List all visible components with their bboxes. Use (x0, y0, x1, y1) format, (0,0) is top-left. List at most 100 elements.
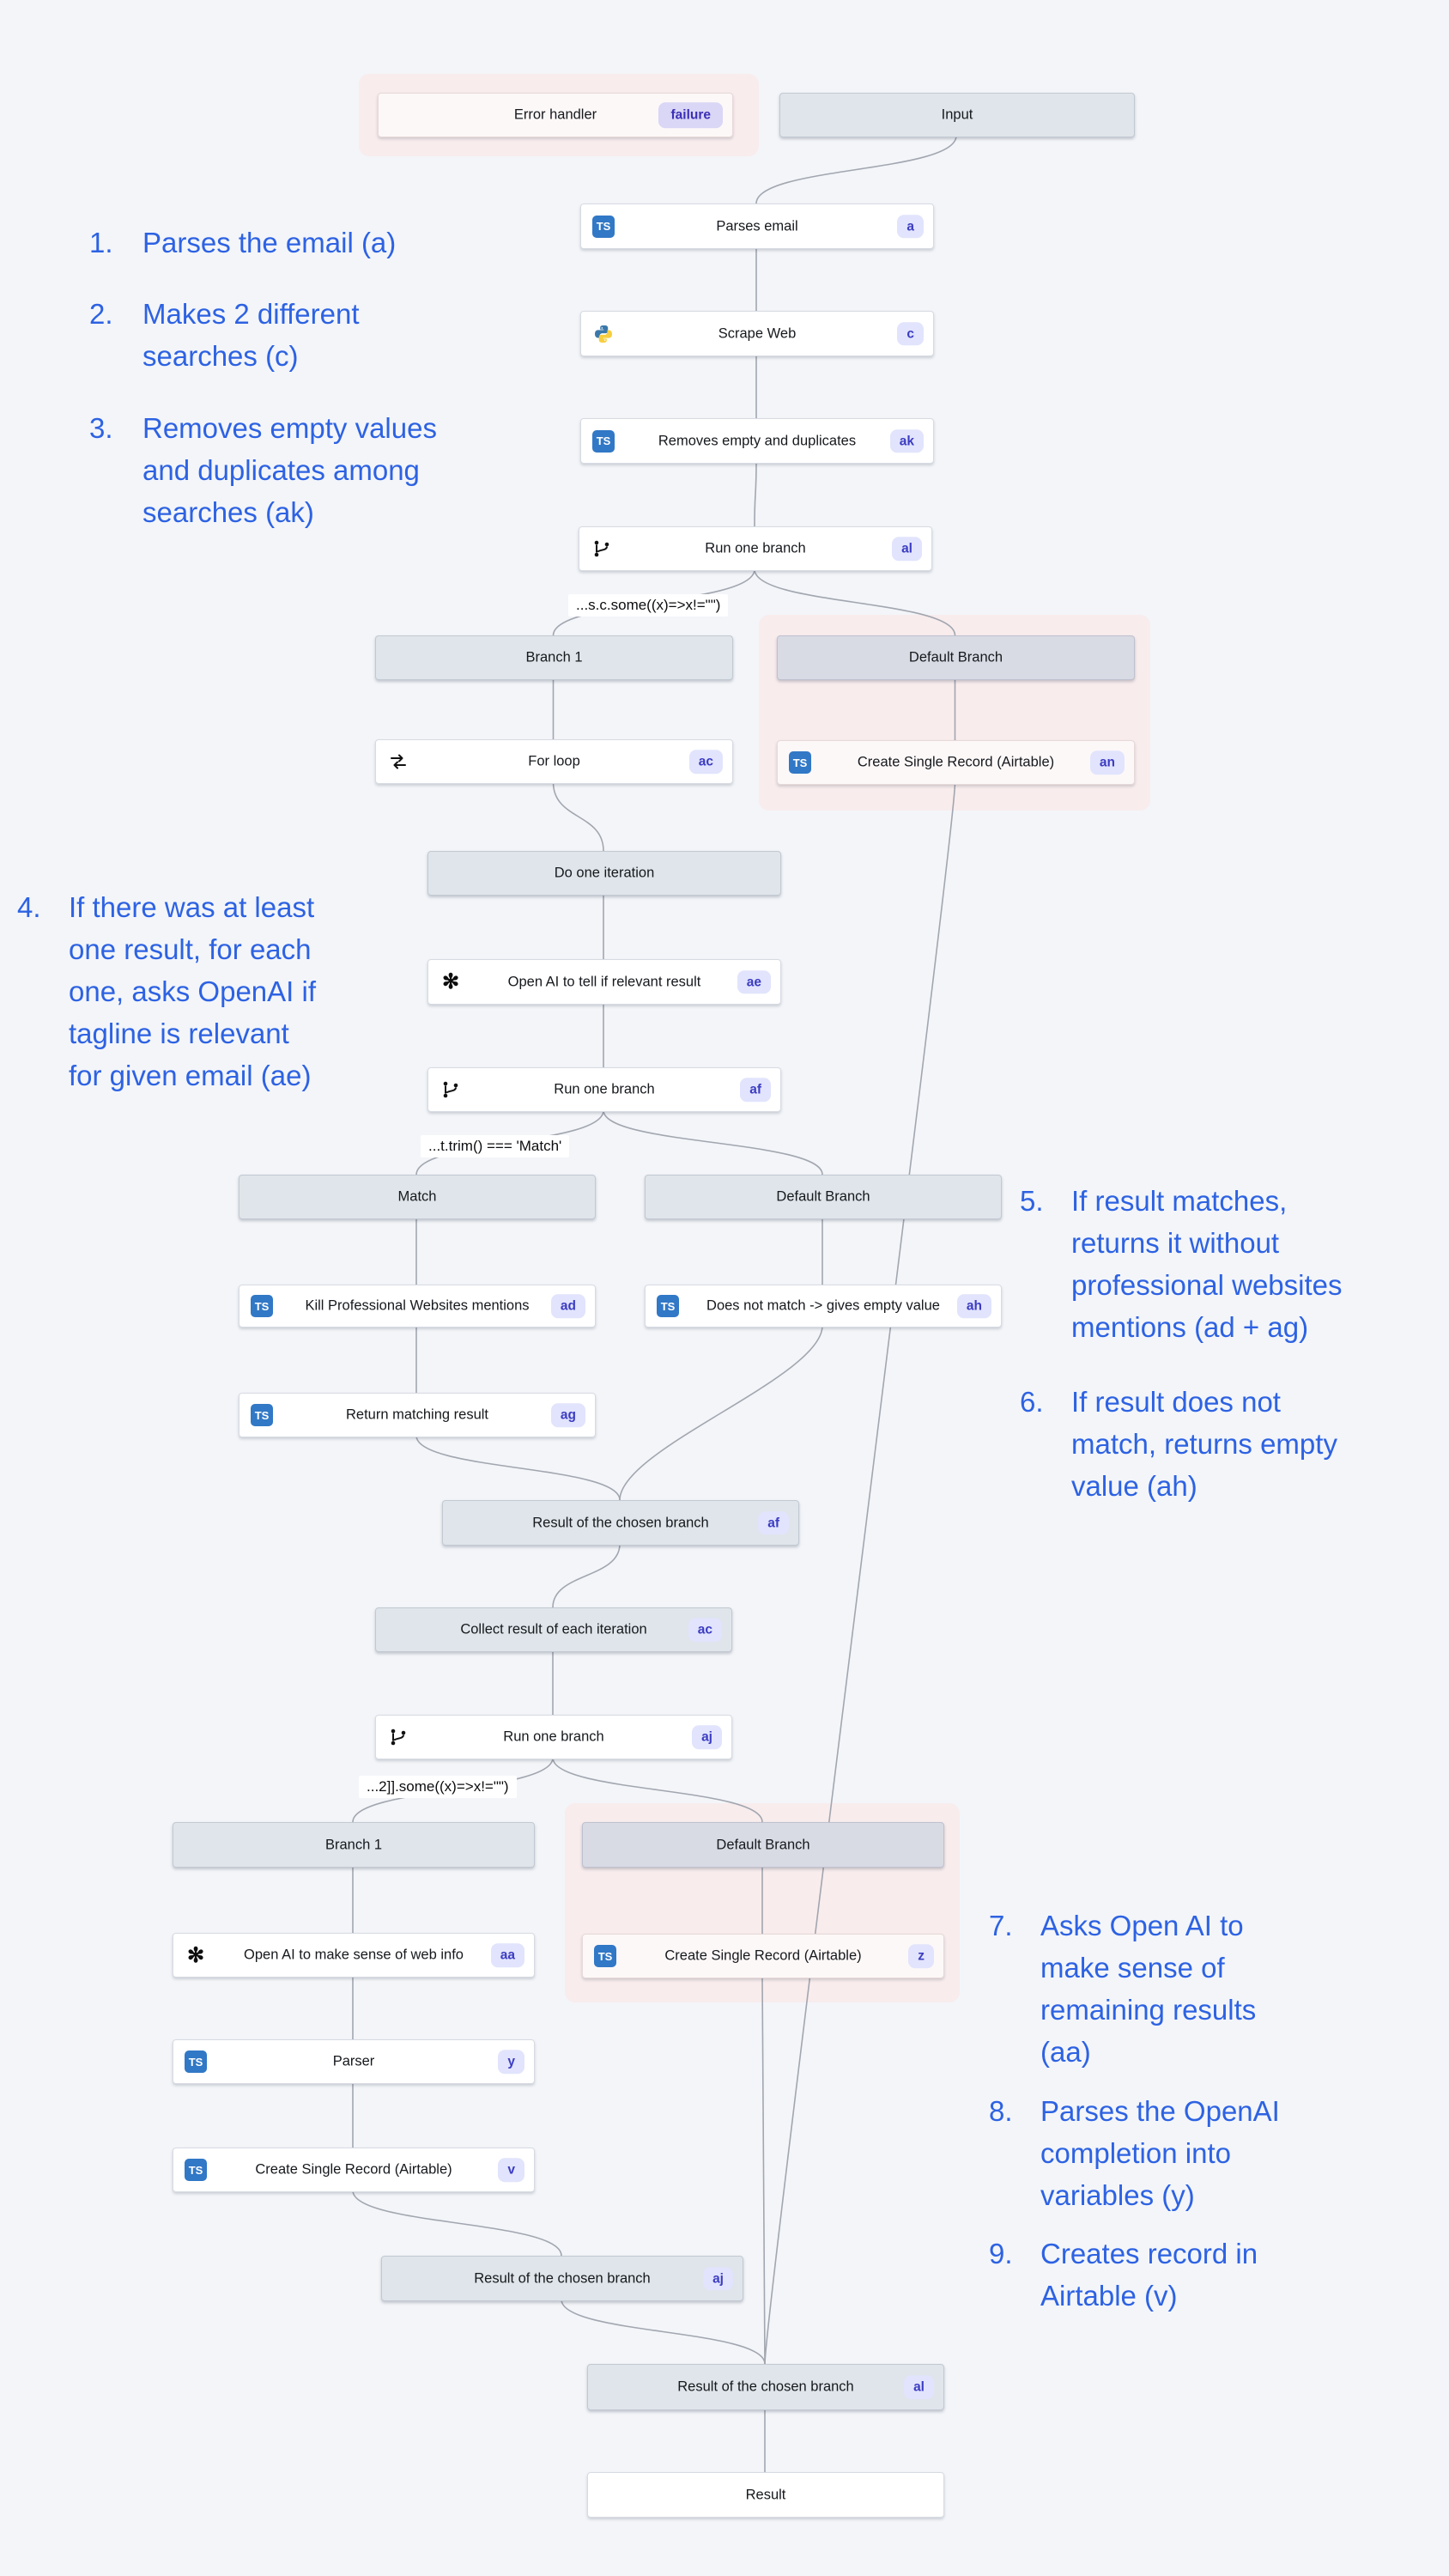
node-branch1a[interactable]: Branch 1 (375, 635, 733, 680)
node-id-badge: v (498, 2158, 524, 2182)
node-match[interactable]: Match (239, 1175, 596, 1219)
node-scrape[interactable]: Scrape Web c (580, 311, 934, 356)
typescript-icon: TS (592, 215, 615, 238)
node-id-badge: aj (692, 1725, 722, 1749)
annotation-text: Parses the email (a) (142, 222, 396, 264)
annotation-line: one result, for each (69, 933, 312, 965)
edge-input-to-parses (755, 135, 957, 204)
node-label: Result (745, 2487, 786, 2502)
annotation-line: remaining results (1040, 1994, 1257, 2026)
annotation-line: Airtable (v) (1040, 2280, 1178, 2312)
node-label: Does not match -> gives empty value (706, 1297, 940, 1314)
node-label: Match (397, 1188, 437, 1205)
annotation-line: match, returns empty (1071, 1428, 1337, 1460)
annotation-text: Creates record in Airtable (v) (1040, 2233, 1258, 2317)
annotation-number: 4. (17, 891, 41, 923)
node-result[interactable]: Result (587, 2472, 944, 2518)
node-id-badge: ae (737, 969, 771, 994)
annotation-line: completion into (1040, 2137, 1231, 2169)
annotation-line: Removes empty values (142, 412, 437, 444)
node-input[interactable]: Input (779, 93, 1135, 137)
node-label: Open AI to tell if relevant result (507, 974, 701, 989)
node-id-badge: ad (550, 1294, 585, 1318)
node-id-badge: af (740, 1078, 771, 1102)
node-defaultC[interactable]: Default Branch (582, 1822, 944, 1868)
branch-icon (440, 1078, 462, 1101)
node-id-badge: ac (688, 750, 723, 774)
node-label: Result of the chosen branch (532, 1515, 709, 1530)
node-run_af[interactable]: Run one branch af (427, 1067, 781, 1112)
annotation-line: If result does not (1071, 1386, 1281, 1418)
failure-badge: failure (658, 102, 723, 128)
typescript-icon: TS (657, 1295, 679, 1317)
annotation-line: professional websites (1071, 1269, 1343, 1301)
node-id-badge: a (897, 214, 924, 239)
node-do_one[interactable]: Do one iteration (427, 851, 781, 896)
loop-icon (387, 750, 409, 773)
node-label: Input (941, 106, 973, 123)
node-id-badge: al (904, 2375, 934, 2399)
node-error_handler[interactable]: Error handler failure (378, 93, 733, 137)
annotation-line: one, asks OpenAI if (69, 975, 316, 1007)
node-forloop[interactable]: For loop ac (375, 739, 733, 784)
typescript-icon: TS (185, 2050, 207, 2073)
edge-return_ag-to-result_af (415, 1435, 621, 1501)
node-label: Run one branch (705, 540, 806, 556)
node-id-badge: ak (889, 428, 924, 453)
openai-icon: ✻ (186, 1943, 205, 1967)
annotation-line: value (ah) (1071, 1470, 1197, 1502)
node-label: Create Single Record (Airtable) (664, 1947, 862, 1964)
node-label: Run one branch (503, 1728, 604, 1745)
node-id-badge: ag (550, 1403, 585, 1427)
annotation-line: Parses the OpenAI (1040, 2095, 1280, 2127)
annotation-line: Parses the email (a) (142, 227, 397, 258)
annotation-number: 1. (89, 227, 113, 258)
node-label: For loop (528, 753, 580, 769)
node-openai_ae[interactable]: ✻ Open AI to tell if relevant result ae (427, 959, 781, 1005)
annotation-number: 3. (89, 412, 113, 444)
node-label: Kill Professional Websites mentions (305, 1297, 530, 1314)
annotation-line: Creates record in (1040, 2238, 1258, 2269)
node-branch1b[interactable]: Branch 1 (173, 1822, 535, 1868)
annotation-line: searches (c) (142, 340, 299, 372)
python-icon (592, 323, 615, 345)
openai-icon: ✻ (441, 970, 460, 993)
branch-condition-label: ...t.trim() === 'Match' (421, 1135, 570, 1157)
annotation-line: mentions (ad + ag) (1071, 1311, 1309, 1343)
edge-create_v-to-result_aj (352, 2190, 562, 2257)
node-run_aj[interactable]: Run one branch aj (375, 1715, 732, 1759)
node-label: Default Branch (716, 1837, 810, 1852)
typescript-icon: TS (185, 2159, 207, 2181)
node-label: Scrape Web (718, 325, 797, 341)
node-label: Return matching result (346, 1406, 488, 1423)
node-label: Error handler (513, 106, 597, 123)
node-defaultB[interactable]: Default Branch (645, 1175, 1002, 1219)
annotation-line: make sense of (1040, 1952, 1225, 1984)
node-id-badge: c (897, 321, 924, 346)
node-id-badge: an (1089, 750, 1125, 775)
node-defaultA[interactable]: Default Branch (777, 635, 1135, 680)
node-id-badge: y (498, 2050, 524, 2074)
typescript-icon: TS (594, 1945, 616, 1967)
node-label: Run one branch (554, 1081, 655, 1097)
edge-removes-to-run_al (754, 461, 757, 527)
